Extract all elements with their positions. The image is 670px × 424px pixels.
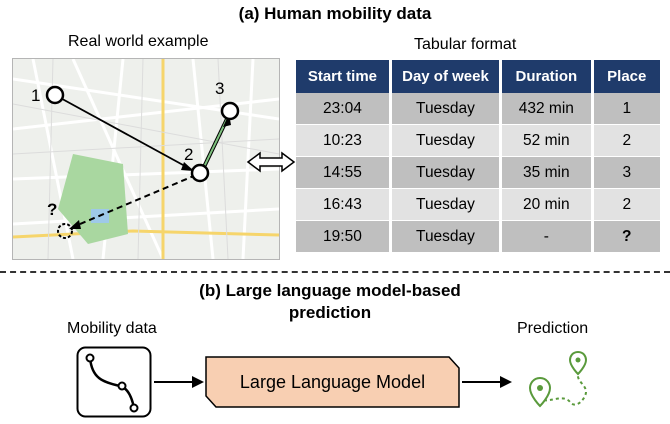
column-header: Place [592,60,660,93]
section-a-title: (a) Human mobility data [238,4,432,23]
bidirectional-arrow-icon [246,151,296,173]
mobility-table: Start time Day of week Duration Place 23… [296,60,660,253]
output-arrow-icon [462,376,512,388]
table-cell: 3 [592,156,660,189]
table-cell: 19:50 [296,220,392,253]
table-cell: ? [592,220,660,253]
point-3-label: 3 [215,79,224,98]
table-cell: Tuesday [390,156,503,189]
table-row: 10:23 Tuesday 52 min 2 [296,124,660,157]
table-cell: 2 [592,188,660,221]
mobility-data-label: Mobility data [67,320,157,337]
unknown-point-label: ? [47,200,57,219]
column-header: Duration [500,60,594,93]
table-row: 19:50 Tuesday - ? [296,220,660,253]
llm-box [205,356,460,408]
location-pins-icon [528,350,588,408]
table-cell: 1 [592,93,660,125]
input-arrow-icon [154,376,204,388]
map-illustration: 1 2 3 ? [13,59,279,259]
table-caption: Tabular format [414,36,517,53]
table-cell: 432 min [500,93,594,125]
section-b-title-line2: prediction [288,303,372,322]
table-cell: Tuesday [390,188,503,221]
table-cell: Tuesday [390,124,503,157]
point-2-label: 2 [184,145,193,164]
table-cell: Tuesday [390,93,503,125]
table-cell: 35 min [500,156,594,189]
map-example: 1 2 3 ? [12,58,280,260]
location-2-marker [190,163,210,183]
table-row: 23:04 Tuesday 432 min 1 [296,93,660,125]
table-cell: 23:04 [296,93,392,125]
table-header-row: Start time Day of week Duration Place [296,60,660,93]
trajectory-icon [76,346,152,418]
table-cell: 2 [592,124,660,157]
table-cell: 10:23 [296,124,392,157]
park-area [58,154,128,244]
location-1-marker [45,85,65,105]
table-row: 16:43 Tuesday 20 min 2 [296,188,660,221]
prediction-label: Prediction [517,320,589,337]
table-cell: - [500,220,594,253]
section-divider [0,271,670,273]
table-row: 14:55 Tuesday 35 min 3 [296,156,660,189]
column-header: Start time [296,60,392,93]
table-cell: Tuesday [390,220,503,253]
point-1-label: 1 [31,86,40,105]
location-3-marker [220,101,240,121]
table-cell: 52 min [500,124,594,157]
table-cell: 14:55 [296,156,392,189]
map-caption: Real world example [68,33,209,50]
section-b-title-line1: (b) Large language model-based [199,281,461,300]
column-header: Day of week [390,60,503,93]
table-cell: 16:43 [296,188,392,221]
table-cell: 20 min [500,188,594,221]
llm-label: Large Language Model [239,372,426,392]
unknown-location-marker [57,223,73,239]
